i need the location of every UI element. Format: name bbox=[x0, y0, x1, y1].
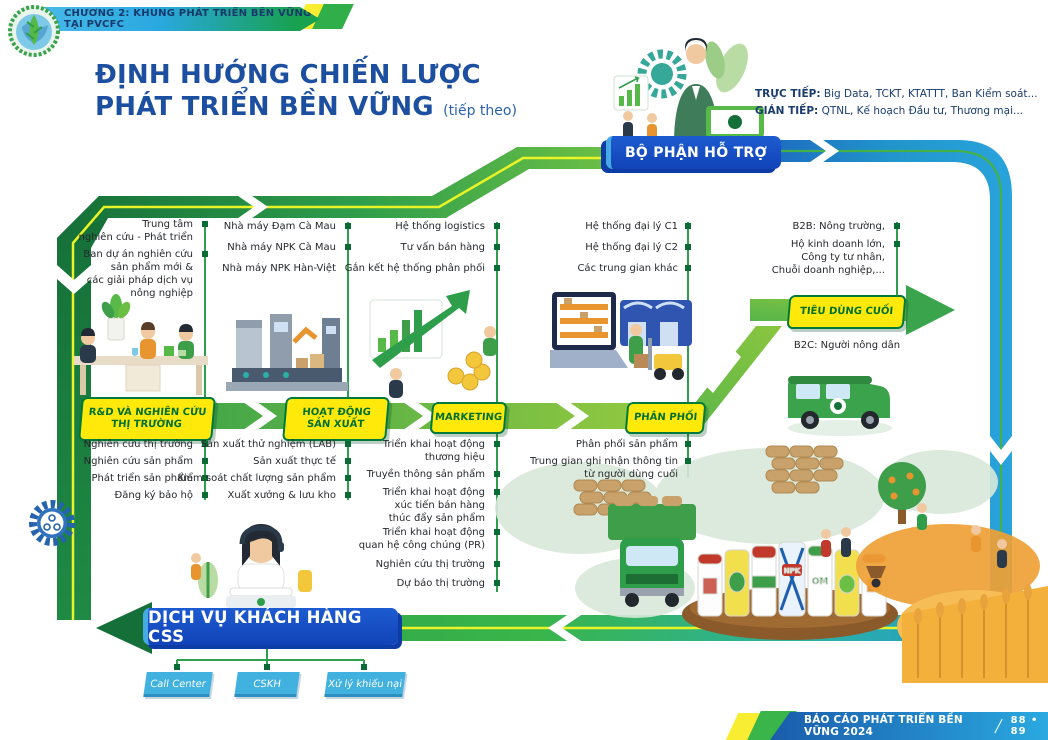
page-title-suffix: (tiếp theo) bbox=[443, 102, 517, 119]
stage3-below-item: Dự báo thị trường bbox=[396, 578, 485, 589]
stage4-above-item: Các trung gian khác bbox=[577, 263, 678, 274]
stage3-below-item: Nghiên cứu thị trường bbox=[375, 559, 485, 570]
css-connector-lines bbox=[176, 645, 365, 670]
stage2-below-item: Xuất xưởng & lưu kho bbox=[227, 490, 336, 501]
stage1-below-item: Nghiên cứu thị trường bbox=[83, 439, 193, 450]
chapter-title: CHƯƠNG 2: KHUNG PHÁT TRIỂN BỀN VỮNG TẠI … bbox=[64, 8, 312, 30]
support-direct-text: Big Data, TCKT, KTATTT, Ban Kiểm soát... bbox=[820, 88, 1038, 100]
bottom-arrowhead bbox=[96, 602, 152, 654]
research-illustration bbox=[74, 294, 208, 395]
stage-label-distribution: PHÂN PHỐI bbox=[624, 402, 707, 434]
farm-side bbox=[821, 462, 1048, 683]
stage1-above-item: Ban dự án nghiên cứu sản phẩm mới & các … bbox=[83, 249, 193, 299]
css-service-banner: DỊCH VỤ KHÁCH HÀNG CSS bbox=[143, 608, 398, 646]
stage2-above-item: Nhà máy NPK Cà Mau bbox=[227, 242, 336, 253]
npk-label: NPK bbox=[784, 567, 801, 575]
farm-logistics-scene: NPK OM bbox=[495, 445, 1048, 683]
stage-label-consumer: TIÊU DÙNG CUỐI bbox=[786, 295, 907, 329]
stage-label-rd: R&D VÀ NGHIÊN CỨU THỊ TRƯỜNG bbox=[78, 397, 216, 441]
footer-report-title: BÁO CÁO PHÁT TRIỂN BỀN VỮNG 2024 bbox=[804, 714, 963, 738]
stage2-above-item: Nhà máy Đạm Cà Mau bbox=[223, 221, 336, 232]
marketing-illustration bbox=[369, 290, 497, 398]
factory-illustration bbox=[226, 314, 348, 391]
product-sacks: NPK OM bbox=[697, 541, 887, 617]
stage1-below-item: Nghiên cứu sản phẩm bbox=[83, 456, 193, 467]
stage-label-marketing: MARKETING bbox=[429, 402, 508, 434]
stage3-above-item: Hệ thống logistics bbox=[395, 221, 485, 232]
stage2-below-item: Sản xuất thực tế bbox=[253, 456, 336, 467]
globe-leaf-logo bbox=[8, 5, 60, 57]
stage3-above-item: Tư vấn bán hàng bbox=[400, 242, 485, 253]
css-box-complaints: Xử lý khiếu nại bbox=[324, 672, 406, 697]
stage-label-production: HOẠT ĐỘNG SẢN XUẤT bbox=[282, 397, 390, 441]
stage5-above-item: Hộ kinh doanh lớn, Công ty tư nhân, Chuỗ… bbox=[771, 239, 885, 276]
page-title: ĐỊNH HƯỚNG CHIẾN LƯỢC PHÁT TRIỂN BỀN VỮN… bbox=[95, 60, 517, 123]
support-indirect-line: GIÁN TIẾP: QTNL, Kế hoạch Đầu tư, Thương… bbox=[755, 105, 1023, 117]
page-title-line1: ĐỊNH HƯỚNG CHIẾN LƯỢC bbox=[95, 60, 481, 90]
stage3-below-item: Triển khai hoạt động thương hiệu bbox=[382, 439, 485, 463]
stage1-above-item: Trung tâm nghiên cứu - Phát triển bbox=[78, 219, 193, 243]
stage4-below-item: Trung gian ghi nhận thông tin từ người d… bbox=[530, 456, 678, 480]
stage3-below-item: Triển khai hoạt động quan hệ công chúng … bbox=[358, 527, 485, 551]
support-indirect-label: GIÁN TIẾP: bbox=[755, 105, 819, 117]
gear-icon bbox=[29, 500, 75, 546]
stage1-below-item: Phát triển sản phẩm bbox=[91, 473, 193, 484]
page-title-line2: PHÁT TRIỂN BỀN VỮNG (tiếp theo) bbox=[95, 91, 517, 122]
delivery-van-illustration bbox=[788, 376, 892, 436]
consumer-arrowhead bbox=[906, 285, 955, 335]
stage2-above-item: Nhà máy NPK Hàn-Việt bbox=[222, 263, 336, 274]
om-label: OM bbox=[812, 577, 829, 587]
stage4-above-item: Hệ thống đại lý C2 bbox=[585, 242, 678, 253]
green-truck bbox=[608, 496, 696, 607]
stage2-below-item: Sản xuất thử nghiệm (LAB) bbox=[200, 439, 336, 450]
css-connector-bullets bbox=[174, 664, 367, 670]
support-banner: BỘ PHẬN HỖ TRỢ bbox=[606, 136, 781, 169]
stage3-above-item: Gắn kết hệ thống phân phối bbox=[344, 263, 485, 274]
loop-band-top bbox=[57, 147, 612, 238]
css-box-cskh: CSKH bbox=[234, 672, 300, 697]
support-indirect-text: QTNL, Kế hoạch Đầu tư, Thương mại... bbox=[818, 105, 1023, 117]
stage5-below-item: B2C: Người nông dân bbox=[793, 340, 901, 351]
stage5-above-item: B2B: Nông trường, bbox=[792, 221, 885, 232]
support-direct-line: TRỰC TIẾP: Big Data, TCKT, KTATTT, Ban K… bbox=[755, 88, 1038, 100]
footer-slash bbox=[994, 718, 1003, 734]
stage4-above-item: Hệ thống đại lý C1 bbox=[585, 221, 678, 232]
stage3-below-item: Truyền thông sản phẩm bbox=[366, 469, 485, 480]
stage1-below-item: Đăng ký bảo hộ bbox=[114, 490, 193, 501]
footer-page-numbers: 88 • 89 bbox=[1010, 715, 1039, 737]
chapter-bar: CHƯƠNG 2: KHUNG PHÁT TRIỂN BỀN VỮNG TẠI … bbox=[28, 7, 320, 31]
footer-bar: BÁO CÁO PHÁT TRIỂN BỀN VỮNG 2024 88 • 89 bbox=[770, 712, 1048, 740]
css-box-call-center: Call Center bbox=[143, 672, 213, 697]
support-direct-label: TRỰC TIẾP: bbox=[755, 88, 821, 100]
stage4-below-item: Phân phối sản phẩm bbox=[575, 439, 678, 450]
stage2-below-item: Kiểm soát chất lượng sản phẩm bbox=[177, 473, 336, 484]
distribution-illustration bbox=[550, 292, 692, 380]
customer-service-illustration bbox=[191, 524, 312, 608]
stage3-below-item: Triển khai hoạt động xúc tiến bán hàng t… bbox=[382, 487, 485, 524]
